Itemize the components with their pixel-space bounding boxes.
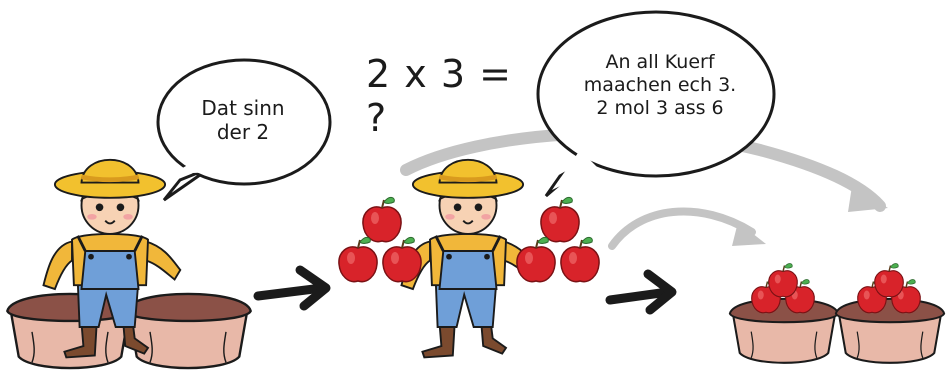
speech-bubble-icon (156, 58, 332, 202)
apple-icon (873, 262, 905, 298)
speech-bubble-left-text: Dat sinn der 2 (178, 96, 308, 144)
arrow-icon (605, 269, 677, 315)
apple-icon (539, 196, 581, 243)
gray-arrow-small (608, 207, 756, 250)
bubble-right-line: An all Kuerf (605, 51, 715, 73)
apple-icon (559, 236, 601, 283)
apple-icon (515, 236, 557, 283)
bubble-left-line: der 2 (216, 120, 270, 144)
apple-icon (381, 236, 423, 283)
gray-arrow-big-head (848, 186, 888, 212)
equation-text: 2 x 3 = ? (366, 52, 512, 140)
speech-bubble-right-text: An all Kuerf maachen ech 3. 2 mol 3 ass … (560, 51, 760, 120)
apple-icon (337, 236, 379, 283)
bubble-right-line: 2 mol 3 ass 6 (596, 97, 724, 119)
speech-bubble-icon (536, 10, 776, 198)
arrow-icon (253, 265, 331, 311)
bubble-left-line: Dat sinn (201, 96, 285, 120)
basket-icon (728, 297, 840, 364)
basket-icon (124, 292, 252, 370)
bubble-right-line: maachen ech 3. (583, 74, 737, 96)
gray-arrow-small-head (732, 222, 766, 246)
apple-icon (767, 262, 799, 298)
apple-icon (361, 196, 403, 243)
basket-icon (834, 297, 946, 364)
